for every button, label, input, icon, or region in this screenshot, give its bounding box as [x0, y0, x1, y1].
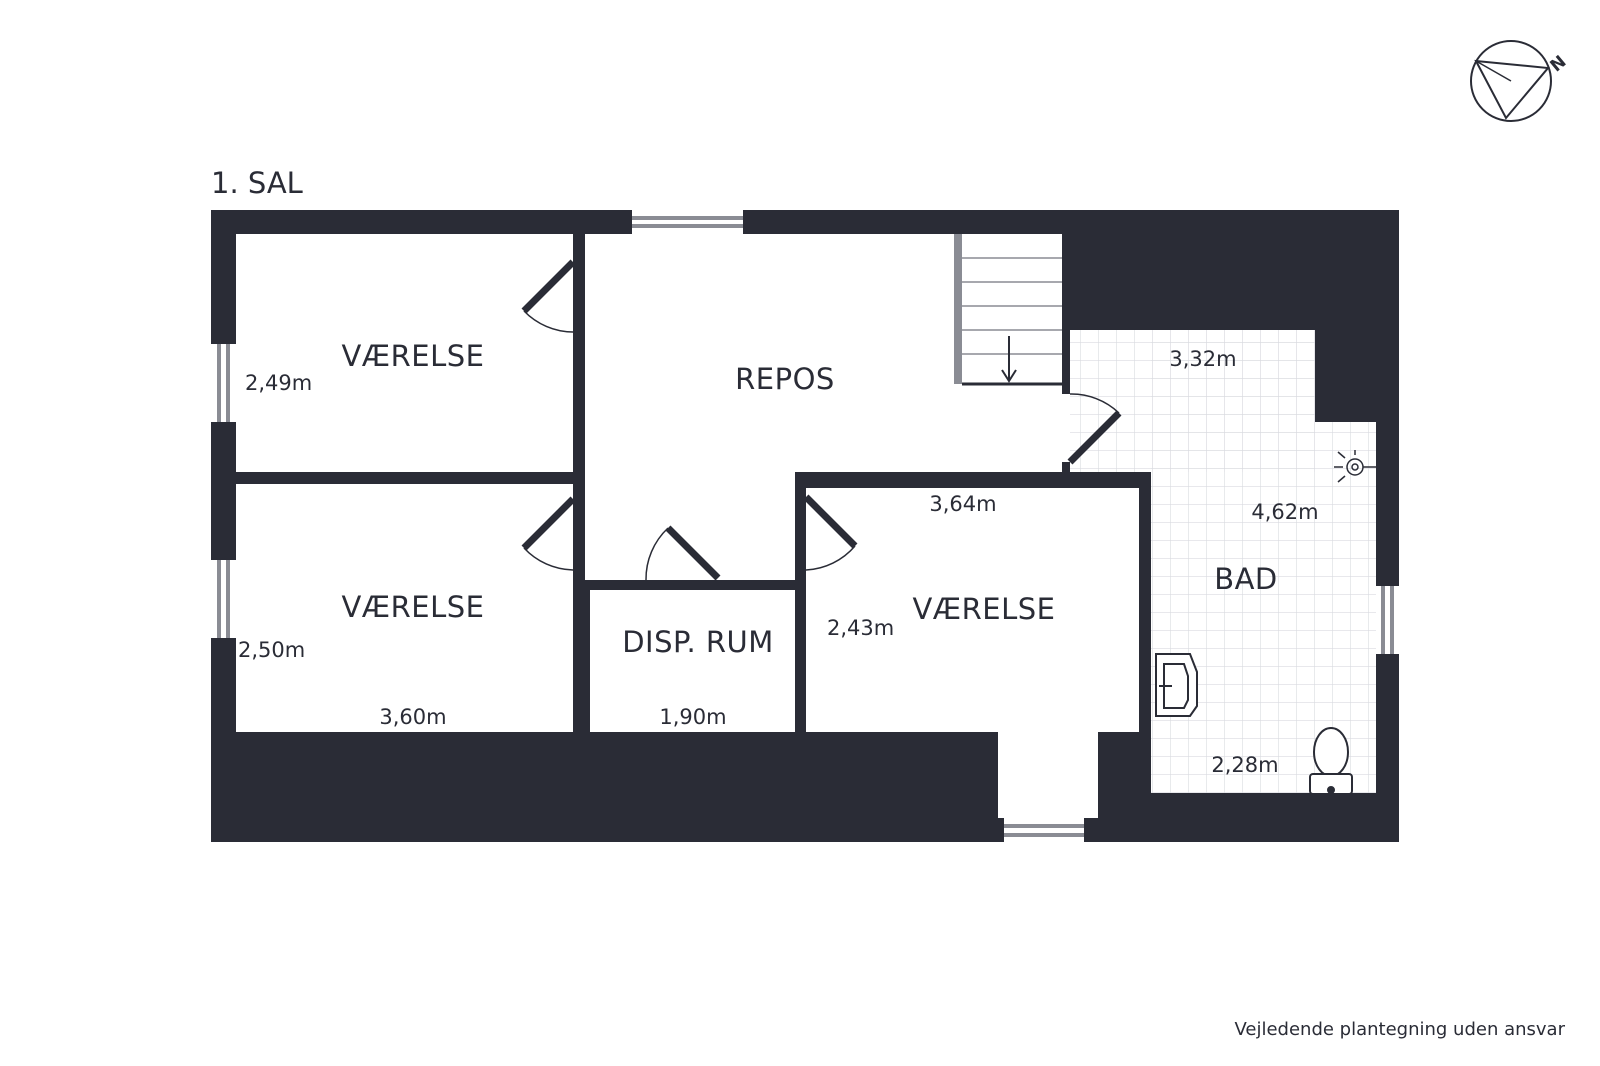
bad-tiles-top	[1070, 330, 1315, 472]
wall-hall-left-mid	[573, 334, 585, 494]
room-label-vaerelse-bottom: VÆRELSE	[342, 590, 485, 624]
door-vaerelse-top	[521, 259, 576, 333]
wall-bad-left	[1139, 484, 1151, 732]
bad-wall-notch	[1315, 234, 1399, 422]
door-disp-rum	[645, 525, 721, 581]
dim-vaerelse-bottom-height: 2,50m	[238, 638, 305, 662]
staircase	[954, 234, 1070, 386]
wall-vaerelse-right-left	[795, 476, 806, 502]
wall-hall-left-top	[573, 234, 585, 258]
window-bottom	[1004, 818, 1084, 842]
window-left-bottom	[211, 560, 236, 638]
room-floor-vaerelse-top	[236, 234, 573, 472]
room-label-disp-rum: DISP. RUM	[622, 625, 774, 659]
room-floor-vaerelse-bottom	[236, 484, 573, 732]
toilet-icon	[1309, 727, 1353, 795]
dim-vaerelse-right-height: 2,43m	[827, 616, 894, 640]
compass-icon	[1470, 40, 1552, 122]
dim-vaerelse-top-height: 2,49m	[245, 371, 312, 395]
room-label-vaerelse-right: VÆRELSE	[913, 592, 1056, 626]
wall-disp-top-right	[722, 580, 795, 590]
room-label-repos: REPOS	[735, 362, 835, 396]
sink-icon	[1155, 653, 1198, 717]
wall-disp-top-left	[585, 580, 665, 590]
dim-disp-rum-width: 1,90m	[659, 705, 726, 729]
floor-title: 1. SAL	[211, 166, 303, 200]
door-vaerelse-right	[803, 494, 858, 571]
wall-disp-right	[795, 580, 806, 732]
door-vaerelse-bottom	[521, 496, 576, 571]
wall-repos-bad-low	[1062, 462, 1070, 476]
room-floor-hall-lower	[585, 472, 795, 580]
window-left-top	[211, 344, 236, 422]
dim-bad-bottom: 2,28m	[1211, 753, 1278, 777]
room-label-vaerelse-top: VÆRELSE	[342, 339, 485, 373]
dim-vaerelse-right-width: 3,64m	[929, 492, 996, 516]
room-floor-disp-rum	[590, 590, 795, 732]
wall-left-divider	[236, 472, 573, 484]
room-floor-vaerelse-right-alcove	[998, 730, 1098, 818]
window-right	[1376, 586, 1399, 654]
wall-hall-left-bottom	[573, 572, 585, 732]
room-label-bad: BAD	[1214, 562, 1278, 596]
shower-icon	[1334, 450, 1376, 483]
dim-vaerelse-bottom-width: 3,60m	[379, 705, 446, 729]
room-floor-vaerelse-right	[806, 488, 1139, 732]
wall-vaerelse-right-top	[795, 476, 1139, 488]
window-top	[632, 210, 743, 234]
dim-bad-height: 4,62m	[1251, 500, 1318, 524]
disclaimer: Vejledende plantegning uden ansvar	[1234, 1019, 1565, 1040]
dim-bad-top: 3,32m	[1169, 347, 1236, 371]
door-bad	[1067, 393, 1122, 465]
